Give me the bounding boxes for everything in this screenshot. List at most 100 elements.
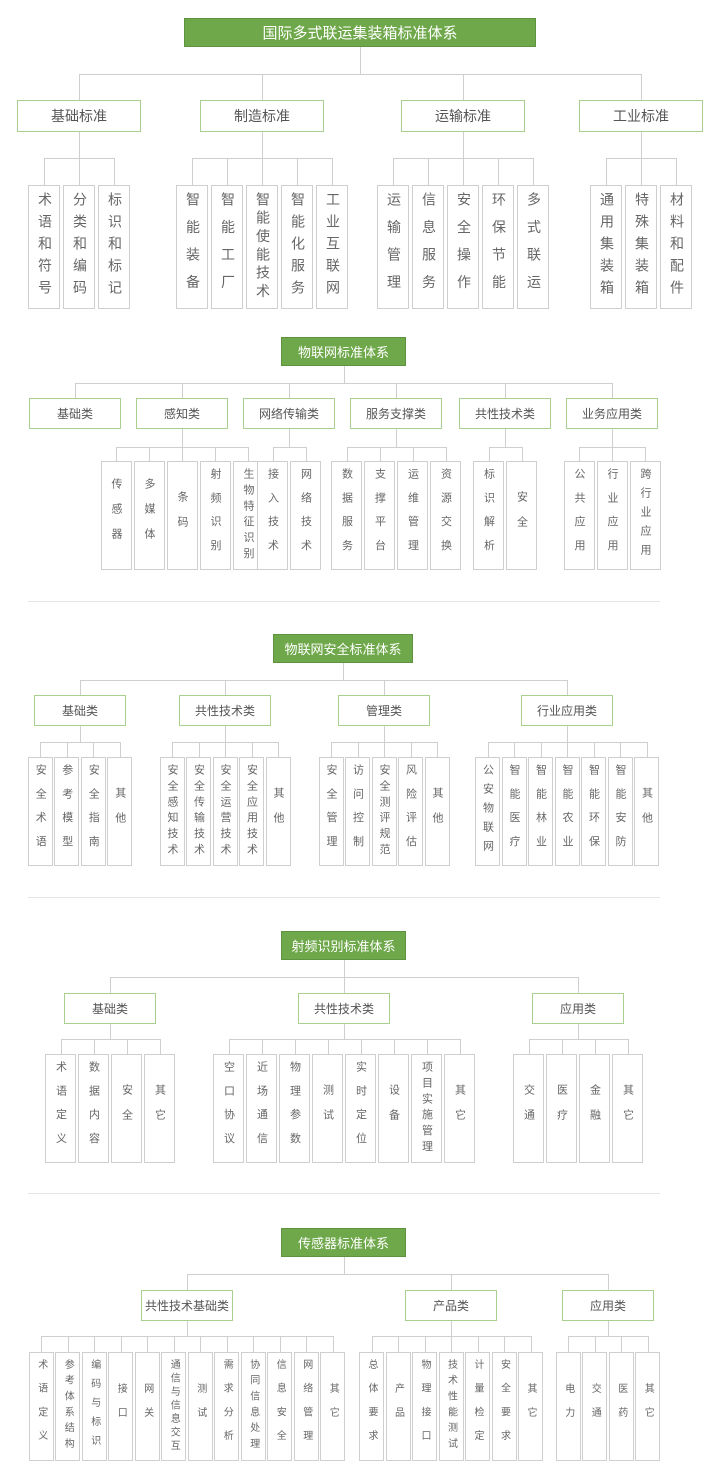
connector-line: [80, 680, 81, 695]
connector-line: [289, 383, 290, 398]
leaf-node: 其他: [107, 757, 133, 866]
connector-line: [79, 74, 641, 75]
connector-line: [567, 680, 568, 695]
category-node: 网络传输类: [243, 398, 335, 429]
section-divider: [28, 897, 660, 898]
connector-line: [627, 1039, 629, 1054]
leaf-node: 数据服务: [331, 461, 362, 570]
connector-line: [332, 1336, 334, 1352]
connector-line: [198, 742, 200, 757]
connector-line: [540, 742, 542, 757]
connector-line: [114, 158, 115, 185]
leaf-node: 安全运营技术: [212, 757, 238, 866]
connector-line: [593, 742, 595, 757]
leaf-node: 射频识别: [199, 461, 231, 570]
connector-line: [343, 960, 345, 977]
connector-line: [608, 1274, 609, 1290]
connector-line: [79, 132, 80, 158]
category-node: 管理类: [338, 695, 430, 726]
leaf-node: 智能医疗: [501, 757, 527, 866]
connector-line: [306, 1336, 308, 1352]
connector-line: [253, 1336, 255, 1352]
leaf-node: 工业互联网: [316, 185, 348, 309]
leaf-node: 智能农业: [554, 757, 580, 866]
leaf-node: 跨行业应用: [629, 461, 661, 570]
diagram-title: 射频识别标准体系: [281, 931, 406, 960]
leaf-node: 智能化服务: [281, 185, 313, 309]
leaf-node: 安全操作: [447, 185, 479, 309]
connector-line: [200, 1336, 202, 1352]
connector-line: [451, 1321, 452, 1336]
category-node: 基础标准: [17, 100, 141, 132]
connector-line: [357, 742, 359, 757]
connector-line: [505, 429, 506, 447]
category-node: 共性技术类: [459, 398, 551, 429]
connector-line: [641, 132, 642, 158]
connector-line: [612, 383, 613, 398]
connector-line: [41, 1336, 333, 1337]
connector-line: [279, 1336, 281, 1352]
connector-line: [182, 429, 183, 447]
connector-line: [332, 158, 333, 185]
connector-line: [412, 447, 414, 461]
connector-line: [94, 1336, 96, 1352]
connector-line: [612, 447, 613, 461]
connector-line: [346, 447, 348, 461]
connector-line: [173, 1336, 175, 1352]
leaf-node: 安全术语: [27, 757, 53, 866]
connector-line: [578, 1024, 579, 1039]
connector-line: [459, 1039, 461, 1054]
category-node: 应用类: [562, 1290, 654, 1321]
category-node: 共性技术类: [298, 993, 390, 1024]
connector-line: [343, 1257, 345, 1274]
connector-line: [272, 447, 306, 448]
leaf-node: 安全管理: [318, 757, 344, 866]
leaf-node: 交通: [513, 1054, 544, 1163]
connector-line: [488, 447, 522, 448]
connector-line: [80, 726, 81, 742]
leaf-node: 智能使能技术: [246, 185, 278, 309]
connector-line: [612, 429, 613, 447]
section-divider: [28, 1193, 660, 1194]
connector-line: [393, 1039, 395, 1054]
connector-line: [568, 1336, 570, 1352]
connector-line: [424, 1336, 426, 1352]
leaf-node: 总体要求: [359, 1352, 384, 1461]
connector-line: [594, 1039, 596, 1054]
leaf-node: 近场通信: [246, 1054, 277, 1163]
leaf-node: 接入技术: [257, 461, 288, 570]
connector-line: [110, 977, 111, 993]
connector-line: [75, 383, 612, 384]
leaf-node: 产品: [385, 1352, 411, 1461]
connector-line: [226, 1336, 228, 1352]
connector-line: [182, 383, 183, 398]
connector-line: [225, 726, 226, 742]
diagram-title: 物联网标准体系: [281, 337, 406, 366]
connector-line: [120, 1336, 122, 1352]
connector-line: [147, 1336, 149, 1352]
connector-line: [579, 447, 580, 461]
connector-line: [110, 1024, 111, 1039]
category-node: 运输标准: [401, 100, 525, 132]
leaf-node: 安全要求: [491, 1352, 517, 1461]
connector-line: [567, 742, 568, 757]
connector-line: [437, 742, 438, 757]
leaf-node: 设备: [378, 1054, 409, 1163]
connector-line: [463, 158, 464, 185]
connector-line: [44, 158, 45, 185]
leaf-node: 测试: [312, 1054, 343, 1163]
connector-line: [40, 742, 120, 743]
leaf-node: 材料和配件: [660, 185, 692, 309]
connector-line: [594, 1336, 596, 1352]
diagram-title: 国际多式联运集装箱标准体系: [184, 18, 536, 47]
connector-line: [379, 447, 381, 461]
leaf-node: 标识和标记: [98, 185, 130, 309]
connector-line: [606, 158, 607, 185]
leaf-node: 安全指南: [80, 757, 106, 866]
connector-line: [60, 1039, 160, 1040]
leaf-node: 通用集装箱: [590, 185, 622, 309]
connector-line: [75, 383, 76, 398]
connector-line: [278, 742, 279, 757]
connector-line: [396, 429, 397, 447]
leaf-node: 其它: [635, 1352, 661, 1461]
